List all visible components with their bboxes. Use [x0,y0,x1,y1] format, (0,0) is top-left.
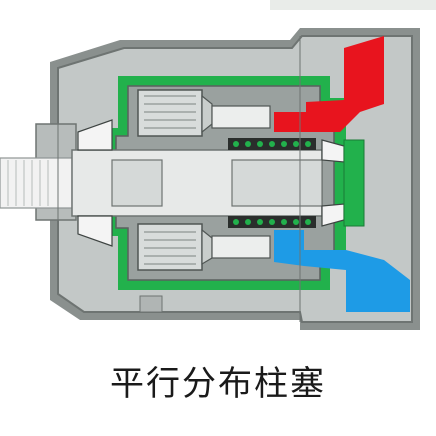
background-strip [270,0,436,10]
bearing-right [321,139,345,227]
drive-shaft [0,149,323,217]
piston-lower [137,223,271,271]
piston-upper [137,89,271,137]
port-plate [343,139,365,227]
diagram-caption: 平行分布柱塞 [110,364,326,404]
bearing-left [77,119,113,247]
low-pressure-port [274,230,410,312]
high-pressure-port [274,36,384,132]
center-spring [228,138,316,228]
drain-fitting [139,295,163,313]
